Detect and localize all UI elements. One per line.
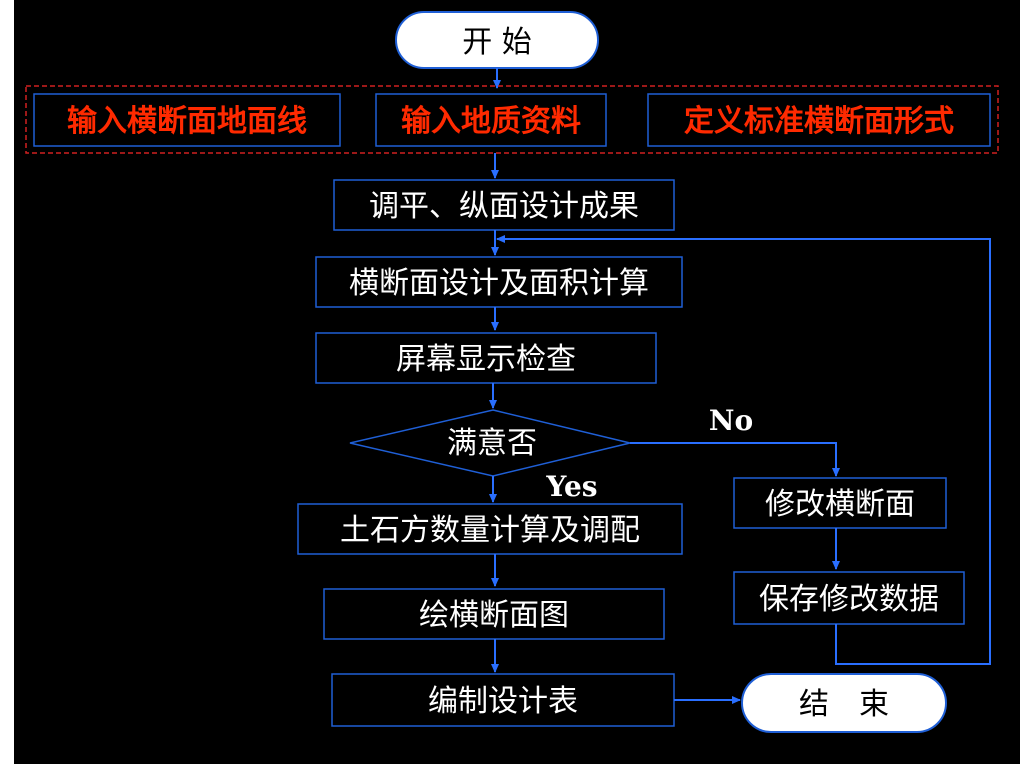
define-standard-node: 定义标准横断面形式: [647, 93, 991, 147]
modify-section-node: 修改横断面: [733, 477, 947, 529]
make-table-label: 编制设计表: [428, 684, 578, 719]
input-ground-node: 输入横断面地面线: [33, 93, 341, 147]
section-design-label: 横断面设计及面积计算: [349, 266, 649, 301]
define-standard-label: 定义标准横断面形式: [684, 104, 954, 139]
start-label: 开 始: [462, 25, 532, 60]
flowchart-canvas: 开 始 输入横断面地面线 输入地质资料 定义标准横断面形式 调平、纵面设计成果 …: [14, 0, 1020, 764]
satisfied-decision: 满意否: [349, 409, 631, 477]
earthwork-label: 土石方数量计算及调配: [340, 513, 640, 548]
draw-section-label: 绘横断面图: [419, 598, 569, 633]
screen-check-node: 屏幕显示检查: [315, 332, 657, 384]
input-geology-label: 输入地质资料: [401, 104, 581, 139]
arrow-loop-back: [496, 235, 991, 665]
make-table-node: 编制设计表: [331, 673, 675, 727]
leveling-node: 调平、纵面设计成果: [333, 179, 675, 231]
save-data-label: 保存修改数据: [759, 582, 939, 617]
flowchart-diagram: 开 始 输入横断面地面线 输入地质资料 定义标准横断面形式 调平、纵面设计成果 …: [25, 11, 999, 733]
satisfied-label: 满意否: [447, 426, 537, 461]
input-ground-label: 输入横断面地面线: [67, 104, 307, 139]
end-label: 结 束: [799, 687, 889, 722]
save-data-node: 保存修改数据: [733, 571, 965, 625]
input-geology-node: 输入地质资料: [375, 93, 607, 147]
earthwork-node: 土石方数量计算及调配: [297, 503, 683, 555]
end-node: 结 束: [741, 673, 947, 733]
screen-check-label: 屏幕显示检查: [396, 342, 576, 377]
start-node: 开 始: [395, 11, 599, 69]
no-label: No: [709, 404, 753, 437]
draw-section-node: 绘横断面图: [323, 588, 665, 640]
arrow-no: [630, 442, 840, 477]
leveling-label: 调平、纵面设计成果: [369, 189, 639, 224]
input-group-frame: [25, 85, 999, 154]
yes-label: Yes: [545, 470, 597, 503]
modify-section-label: 修改横断面: [765, 487, 915, 522]
section-design-node: 横断面设计及面积计算: [315, 256, 683, 308]
